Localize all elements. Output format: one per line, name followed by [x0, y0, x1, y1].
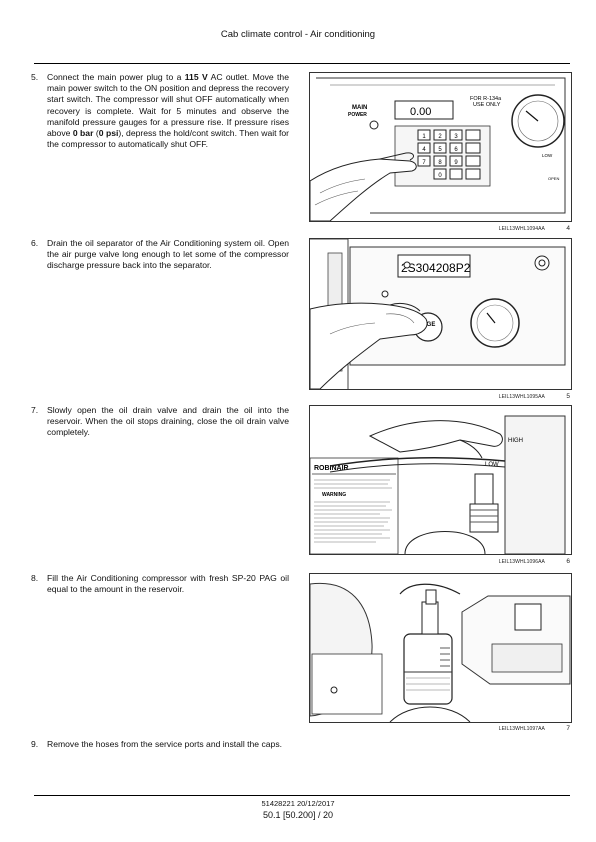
r134a-label: FOR R-134a [470, 96, 502, 102]
figure-4-number: 4 [566, 225, 570, 232]
key-4: 4 [422, 147, 426, 153]
figure-4-caption: LEIL13WHL1094AA [498, 226, 545, 232]
footer-doc-id: 51428221 20/12/2017 [261, 799, 335, 808]
figure-6-caption: LEIL13WHL1096AA [498, 559, 545, 565]
serial-label: 2S304208P2 [401, 261, 471, 275]
figure-7-compressor-fill [309, 573, 572, 723]
key-8: 8 [438, 160, 442, 166]
figure-5-caption: LEIL13WHL1095AA [498, 394, 545, 400]
figure-4-recovery-unit-panel: MAIN POWER 0.00 FOR R-134a USE ONLY LOW … [309, 72, 572, 222]
key-1: 1 [422, 134, 426, 140]
low-label: LOW [485, 462, 499, 468]
footer-page-number: 50.1 [50.200] / 20 [262, 810, 334, 820]
figure-7-number: 7 [566, 725, 570, 732]
use-only-label: USE ONLY [473, 102, 501, 108]
header-rule [34, 63, 570, 64]
step-text: Fill the Air Conditioning compressor wit… [47, 573, 289, 595]
brand-label: ROBINAIR [314, 465, 349, 472]
step-7: 7. Slowly open the oil drain valve and d… [31, 405, 289, 439]
key-6: 6 [454, 147, 458, 153]
step-8: 8. Fill the Air Conditioning compressor … [31, 573, 289, 595]
step-9: 9. Remove the hoses from the service por… [31, 739, 289, 750]
step-text: Slowly open the oil drain valve and drai… [47, 405, 289, 438]
display-readout: 0.00 [410, 106, 431, 118]
step-number: 7. [31, 405, 39, 415]
open-label: OPEN [548, 176, 559, 181]
figure-6-oil-drain-valve: HIGH LOW ROBINAIR WARNING [309, 405, 572, 555]
key-0: 0 [438, 173, 442, 179]
step-number: 5. [31, 72, 39, 82]
step-number: 6. [31, 238, 39, 248]
warning-label: WARNING [322, 492, 346, 498]
low-label: LOW [542, 153, 553, 158]
key-9: 9 [454, 160, 458, 166]
step-text: Remove the hoses from the service ports … [47, 739, 283, 749]
key-2: 2 [438, 134, 442, 140]
power-label: POWER [348, 112, 367, 118]
key-7: 7 [422, 160, 426, 166]
page-header-title: Cab climate control - Air conditioning [220, 29, 376, 40]
step-6: 6. Drain the oil separator of the Air Co… [31, 238, 289, 272]
figure-5-oil-separator-purge: 2S304208P2 PURGE [309, 238, 572, 390]
main-label: MAIN [352, 105, 367, 111]
figure-5-number: 5 [566, 393, 570, 400]
step-5: 5. Connect the main power plug to a 115 … [31, 72, 289, 150]
key-5: 5 [438, 147, 442, 153]
step-text: Drain the oil separator of the Air Condi… [47, 238, 289, 271]
figure-6-number: 6 [566, 558, 570, 565]
step-text: Connect the main power plug to a 115 V A… [47, 72, 289, 150]
footer-rule [34, 795, 570, 796]
key-3: 3 [454, 134, 458, 140]
step-number: 8. [31, 573, 39, 583]
high-label: HIGH [508, 438, 523, 444]
figure-7-caption: LEIL13WHL1097AA [498, 726, 545, 732]
step-number: 9. [31, 739, 39, 749]
